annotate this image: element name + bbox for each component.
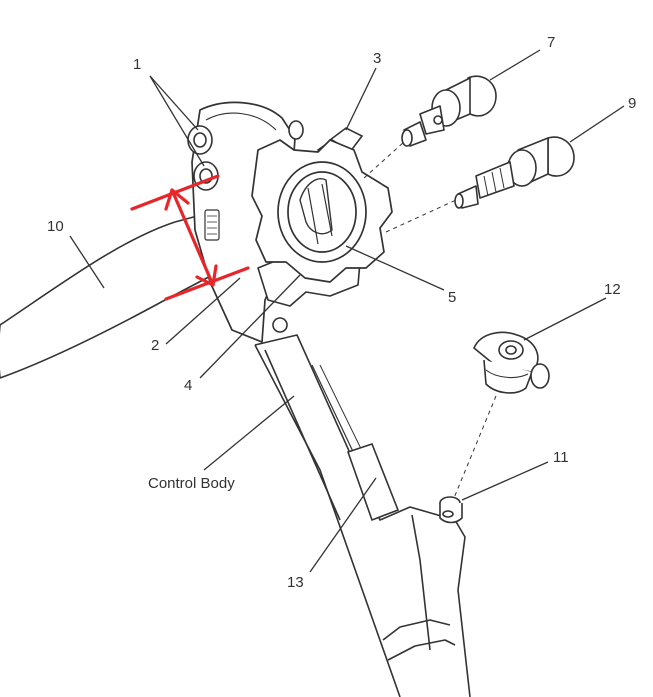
control-body-label: Control Body (148, 475, 235, 492)
air-water-valve (454, 136, 575, 209)
callout-9: 9 (628, 95, 637, 112)
callout-10: 10 (47, 218, 64, 235)
up-down-angulation-knob (251, 139, 393, 283)
callout-3: 3 (373, 50, 382, 67)
callout-11: 11 (553, 449, 569, 466)
callout-7: 7 (547, 34, 556, 51)
control-body-shaft (254, 334, 471, 697)
biopsy-valve-cap (473, 331, 550, 394)
leader-lines (69, 49, 625, 573)
callout-13: 13 (287, 574, 304, 591)
umbilical-cord (0, 211, 223, 379)
instrument-channel-port (439, 496, 463, 524)
red-annotation-arrows (130, 174, 250, 301)
callout-12: 12 (604, 281, 621, 298)
callout-4: 4 (184, 377, 193, 394)
callout-5: 5 (448, 289, 457, 306)
suction-valve (401, 75, 497, 147)
assembly-guide-lines (363, 141, 497, 499)
callout-1: 1 (133, 56, 142, 73)
callout-2: 2 (151, 337, 160, 354)
